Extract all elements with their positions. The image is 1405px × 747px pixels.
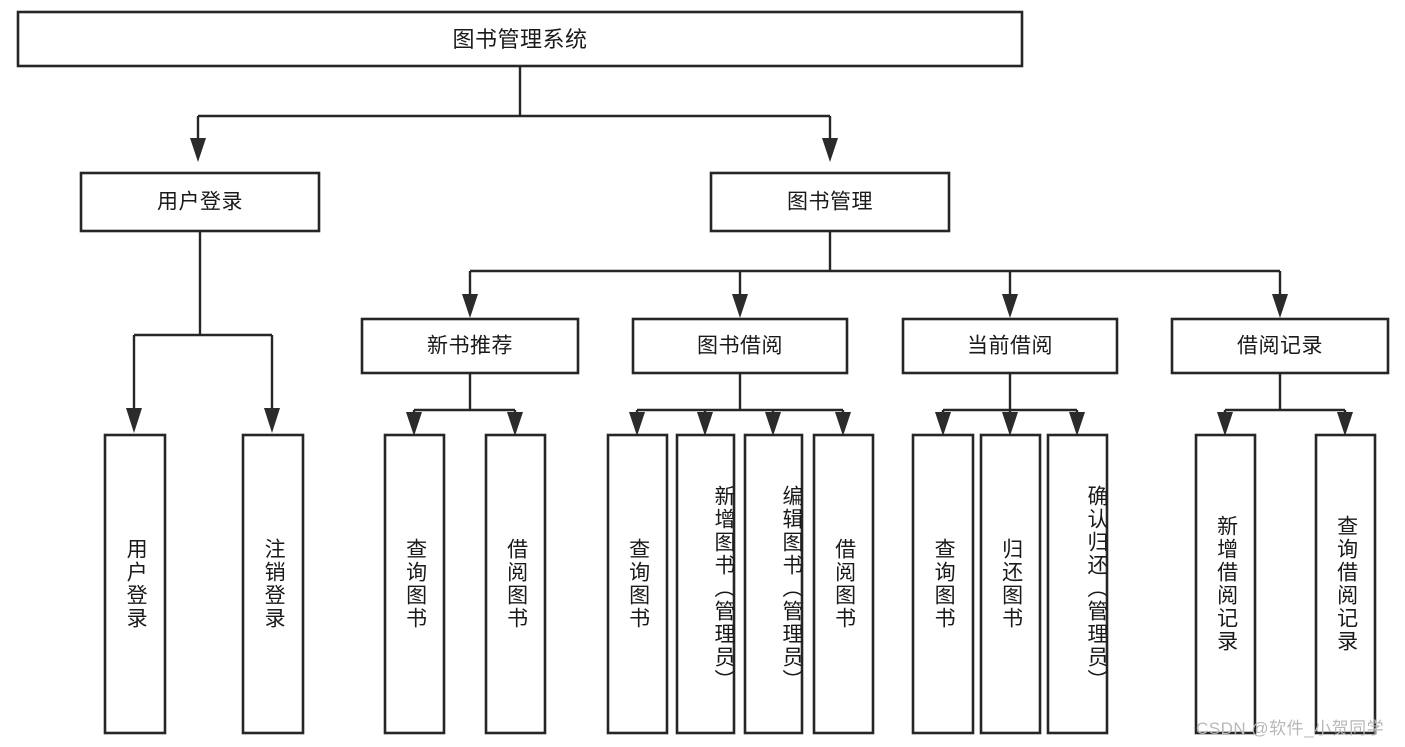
node-user-login[interactable]: 用户登录 [79,171,321,233]
leaf-box-return-book[interactable] [979,433,1042,735]
connector-root-to-level1 [190,66,838,162]
connector-new-book-recommend-to-leaves [406,373,523,436]
connector-user-login-to-leaves [126,231,280,433]
arrow-head-icon [507,412,523,436]
book-borrow-label: 图书借阅 [697,335,783,358]
arrow-head-icon [1002,412,1018,436]
arrow-head-icon [126,408,142,433]
current-borrow-label: 当前借阅 [967,335,1053,358]
root-box[interactable] [16,10,1024,68]
arrow-head-icon [765,412,781,436]
leaf-box-query-book-3[interactable] [911,433,975,735]
arrow-head-icon [629,412,645,436]
arrow-head-icon [462,294,478,318]
node-book-borrow[interactable]: 图书借阅 [631,317,849,375]
leaf-box-query-book-2[interactable] [606,433,669,735]
leaf-box-query-record[interactable] [1314,433,1377,735]
csdn-watermark: CSDN @软件_小贺同学 [1196,719,1385,738]
leaf-box-borrow-book-1[interactable] [484,433,547,735]
arrow-head-icon [264,408,280,433]
arrow-head-icon [822,138,838,162]
connector-borrow-record-to-leaves [1217,373,1353,436]
leaf-box-borrow-book-2[interactable] [812,433,875,735]
connector-book-management-to-level2 [462,231,1288,318]
arrow-head-icon [732,294,748,318]
node-book-management[interactable]: 图书管理 [709,171,951,233]
arrow-head-icon [406,412,422,436]
leaf-box-add-record[interactable] [1194,433,1257,735]
arrow-head-icon [935,412,951,436]
book-management-label: 图书管理 [787,191,873,214]
node-borrow-record[interactable]: 借阅记录 [1170,317,1390,375]
arrow-head-icon [697,412,713,436]
user-login-label: 用户登录 [157,191,243,214]
connector-current-borrow-to-leaves [935,373,1085,436]
leaf-box-confirm-return[interactable] [1046,433,1109,735]
node-root[interactable]: 图书管理系统 [16,10,1024,68]
arrow-head-icon [835,412,851,436]
arrow-head-icon [190,138,206,162]
borrow-record-label: 借阅记录 [1237,335,1323,358]
user-login-box[interactable] [79,171,321,233]
arrow-head-icon [1272,294,1288,318]
leaf-box-user-login[interactable] [103,433,167,735]
node-new-book-recommend[interactable]: 新书推荐 [360,317,580,375]
arrow-head-icon [1002,294,1018,318]
arrow-head-icon [1217,412,1233,436]
leaf-box-query-book-1[interactable] [383,433,446,735]
root-label: 图书管理系统 [452,27,587,52]
leaf-box-logout-login[interactable] [241,433,305,735]
arrow-head-icon [1337,412,1353,436]
leaf-box-add-book[interactable] [675,433,736,735]
leaf-box-edit-book[interactable] [743,433,804,735]
node-current-borrow[interactable]: 当前借阅 [901,317,1119,375]
connector-book-borrow-to-leaves [629,373,851,436]
current-borrow-box[interactable] [901,317,1119,375]
arrow-head-icon [1069,412,1085,436]
new-book-recommend-box[interactable] [360,317,580,375]
new-book-recommend-label: 新书推荐 [427,335,513,358]
